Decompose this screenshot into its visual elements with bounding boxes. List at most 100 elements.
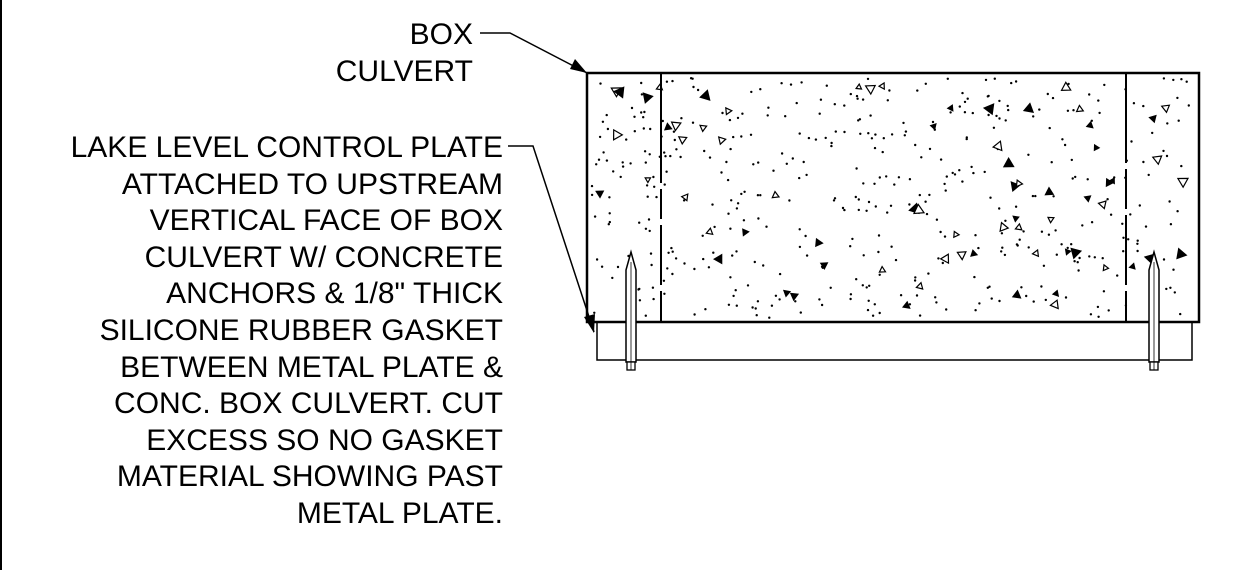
stipple-dot: [629, 162, 632, 165]
stipple-dot: [765, 225, 768, 228]
stipple-dot: [673, 138, 676, 142]
stipple-dot: [1052, 195, 1055, 198]
stipple-aggregate: [1011, 289, 1022, 299]
stipple-dot: [674, 257, 678, 260]
stipple-dot: [742, 219, 746, 222]
stipple-dot: [732, 294, 735, 298]
box-culvert-leader: [480, 32, 588, 74]
stipple-dot: [798, 176, 801, 180]
stipple-dot: [861, 284, 864, 287]
stipple-dot: [740, 192, 743, 196]
stipple-dot: [1089, 313, 1093, 316]
stipple-dot: [998, 299, 1001, 303]
stipple-dot: [637, 288, 640, 291]
stipple-dot: [780, 152, 784, 155]
stipple-dot: [712, 251, 715, 254]
stipple-dot: [740, 135, 743, 138]
stipple-dot: [953, 173, 957, 176]
stipple-dot: [791, 157, 794, 160]
stipple-dot: [651, 286, 655, 289]
stipple-dot: [679, 155, 682, 159]
stipple-dot: [869, 114, 872, 117]
stipple-dot: [730, 199, 733, 202]
control-plate-note-line: VERTICAL FACE OF BOX: [149, 204, 503, 238]
stipple-dot: [829, 286, 832, 289]
stipple-dot: [874, 133, 877, 136]
stipple-dot: [799, 311, 802, 314]
stipple-dot: [1067, 82, 1070, 86]
stipple-dot: [621, 161, 624, 164]
stipple-dot: [721, 111, 724, 115]
stipple-dot: [908, 203, 911, 206]
stipple-dot: [858, 118, 862, 121]
stipple-dot: [590, 193, 594, 197]
stipple-aggregate: [855, 82, 863, 90]
stipple-dot: [951, 171, 954, 175]
stipple-dot: [1004, 119, 1007, 122]
stipple-dot: [703, 149, 706, 153]
stipple-dot: [886, 99, 889, 102]
stipple-dot: [914, 143, 917, 147]
stipple-aggregate: [953, 230, 961, 239]
stipple-aggregate: [1083, 195, 1092, 203]
stipple-dot: [1072, 109, 1075, 112]
control-plate-note-line: EXCESS SO NO GASKET: [146, 423, 503, 457]
stipple-dot: [732, 135, 735, 139]
stipple-dot: [851, 237, 854, 241]
stipple-dot: [987, 113, 990, 117]
stipple-dot: [752, 163, 755, 166]
stipple-aggregate: [1085, 120, 1094, 129]
stipple-dot: [1018, 238, 1021, 241]
stipple-aggregate: [680, 193, 689, 202]
stipple-aggregate: [705, 227, 714, 236]
stipple-dot: [644, 314, 647, 317]
stipple-dot: [984, 78, 988, 82]
stipple-aggregate: [929, 123, 937, 131]
stipple-dot: [1172, 78, 1175, 82]
stipple-aggregate: [771, 190, 781, 199]
stipple-dot: [692, 85, 695, 89]
stipple-dot: [1127, 238, 1130, 241]
stipple-dot: [881, 150, 884, 154]
stipple-dot: [874, 205, 877, 208]
stipple-dot: [1076, 261, 1079, 264]
stipple-dot: [818, 298, 821, 301]
stipple-dot: [963, 100, 967, 104]
stipple-dot: [927, 272, 930, 275]
stipple-dot: [866, 77, 870, 81]
stipple-dot: [650, 263, 653, 267]
stipple-dot: [607, 223, 610, 226]
stipple-dot: [767, 106, 770, 109]
stipple-dot: [1055, 253, 1059, 256]
box-culvert-label: BOX CULVERT: [336, 17, 473, 90]
control-plate-note-line: METAL PLATE.: [296, 496, 503, 530]
stipple-dot: [958, 169, 961, 172]
stipple-dot: [841, 206, 845, 210]
stipple-dot: [619, 175, 622, 179]
stipple-dot: [729, 227, 732, 230]
stipple-dot: [600, 265, 604, 268]
stipple-dot: [1166, 122, 1169, 125]
stipple-dot: [893, 183, 896, 186]
stipple-aggregate: [613, 86, 625, 99]
stipple-dot: [1179, 312, 1182, 316]
control-plate-leader: [508, 145, 595, 333]
stipple-dot: [1138, 204, 1142, 207]
stipple-aggregate: [815, 237, 824, 248]
stipple-dot: [1020, 286, 1023, 289]
stipple-dot: [616, 265, 620, 269]
stipple-dot: [1168, 200, 1171, 203]
stipple-dot: [1102, 290, 1106, 293]
stipple-dot: [728, 118, 732, 122]
stipple-dot: [590, 184, 594, 188]
stipple-aggregate: [999, 221, 1010, 233]
stipple-aggregate: [1070, 247, 1083, 260]
stipple-dot: [734, 289, 737, 292]
stipple-dot: [944, 189, 947, 192]
stipple-dot: [1000, 232, 1004, 235]
stipple-dot: [670, 246, 673, 250]
stipple-dot: [663, 151, 666, 154]
stipple-dot: [1173, 291, 1177, 294]
stipple-dot: [886, 211, 889, 214]
control-plate-note-line: LAKE LEVEL CONTROL PLATE: [70, 131, 503, 164]
